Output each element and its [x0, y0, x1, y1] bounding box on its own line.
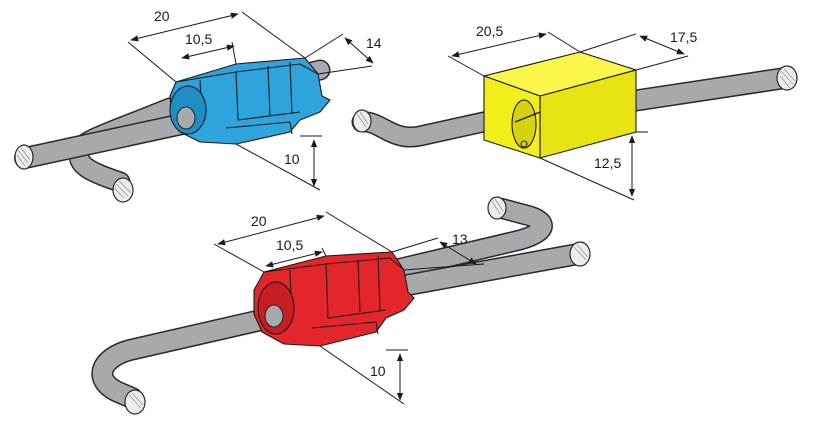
- red-right-cable: [369, 241, 591, 301]
- red-inner-length-label: 10,5: [276, 237, 303, 253]
- red-left-bent-cable: [91, 307, 281, 415]
- cable-strands-end: [487, 196, 507, 220]
- yellow-dimension-lines: [447, 31, 689, 201]
- yellow-bent-cable: [351, 103, 531, 148]
- blue-dimension-lines: [127, 11, 374, 191]
- blue-connector-body: [169, 57, 331, 145]
- red-connector-body: [253, 251, 415, 347]
- yellow-height-label: 12,5: [594, 155, 621, 171]
- blue-connector-assembly: 20 10,5 14 10: [14, 8, 382, 203]
- yellow-connector-body: [483, 51, 637, 159]
- red-width-label: 13: [452, 231, 468, 247]
- red-dimension-lines: [213, 211, 485, 405]
- red-height-label: 10: [370, 363, 386, 379]
- blue-height-label: 10: [284, 151, 300, 167]
- yellow-length-label: 20,5: [476, 23, 503, 39]
- blue-inner-length-label: 10,5: [185, 31, 212, 47]
- blue-width-label: 14: [366, 35, 382, 51]
- red-connector-assembly: 20 10,5 13 10: [91, 196, 591, 415]
- cable-strands-end: [14, 144, 34, 170]
- red-upper-bent-cable: [289, 196, 553, 303]
- yellow-connector-assembly: 20,5 17,5 12,5: [351, 23, 798, 201]
- red-length-label: 20: [251, 213, 267, 229]
- yellow-width-label: 17,5: [670, 29, 697, 45]
- blue-length-label: 20: [154, 8, 170, 24]
